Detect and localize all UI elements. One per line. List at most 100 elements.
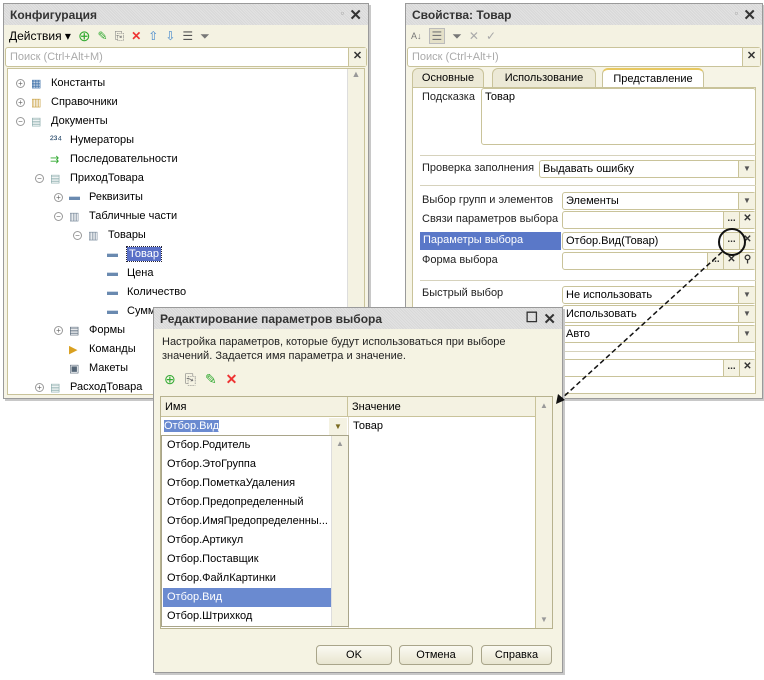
cancel-icon[interactable]: ✕	[468, 29, 479, 43]
scrollbar[interactable]: ▲▼	[535, 397, 552, 628]
dropdown-option[interactable]: Отбор.Предопределенный	[167, 496, 304, 508]
name-cell-input[interactable]: Отбор.Вид	[164, 420, 220, 432]
ok-button[interactable]: OK	[316, 645, 392, 665]
apply-icon[interactable]: ✓	[485, 29, 497, 43]
expand-toggle-icon[interactable]: −	[35, 173, 44, 183]
pin-icon[interactable]: ▫	[734, 8, 738, 18]
fill-check-select[interactable]: Выдавать ошибку▼	[539, 160, 756, 178]
tree-item[interactable]: −▥Табличные части	[54, 207, 177, 225]
edit-icon[interactable]: ✎	[97, 29, 108, 43]
tree-item[interactable]: ▬Сумма	[92, 302, 162, 320]
tree-item[interactable]: ▬Количество	[92, 283, 186, 301]
ellipsis-button[interactable]: ...	[723, 212, 739, 228]
dropdown-option[interactable]: Отбор.ПометкаУдаления	[167, 477, 296, 489]
fill-check-label: Проверка заполнения	[422, 162, 535, 174]
params-field[interactable]: Отбор.Вид(Товар)...✕	[562, 232, 756, 250]
filter-icon[interactable]: ⏷	[200, 28, 210, 43]
tree-item[interactable]: −▤ПриходТовара	[35, 169, 144, 187]
dropdown-option[interactable]: Отбор.Артикул	[167, 534, 244, 546]
tree-item[interactable]: +▥Справочники	[16, 93, 118, 111]
ellipsis-button[interactable]: ...	[723, 233, 739, 249]
chevron-down-icon[interactable]: ▼	[738, 326, 755, 342]
help-button[interactable]: Справка	[481, 645, 552, 665]
expand-toggle-icon[interactable]: +	[54, 325, 63, 335]
expand-toggle-icon[interactable]: +	[54, 192, 63, 202]
clear-search-icon[interactable]: ✕	[742, 48, 760, 66]
close-icon[interactable]: ✕	[743, 7, 756, 24]
tree-item[interactable]: ▬Цена	[92, 264, 153, 282]
dropdown-option[interactable]: Отбор.ФайлКартинки	[167, 572, 276, 584]
tree-item[interactable]: ▣Макеты	[54, 359, 128, 377]
sort-alpha-icon[interactable]: A↓	[411, 31, 422, 41]
tab-main[interactable]: Основные	[412, 68, 484, 87]
expand-toggle-icon[interactable]: +	[16, 78, 25, 88]
clear-icon[interactable]: ✕	[739, 360, 755, 376]
expand-toggle-icon[interactable]: +	[35, 382, 44, 392]
expand-toggle-icon[interactable]: +	[16, 97, 25, 107]
sort-icon[interactable]: ☰	[182, 29, 194, 43]
chevron-down-icon[interactable]: ▼	[738, 193, 755, 209]
cancel-button[interactable]: Отмена	[399, 645, 473, 665]
extra-field[interactable]: ...✕	[562, 359, 756, 377]
move-up-icon[interactable]: ⇧	[148, 29, 159, 43]
ellipsis-button[interactable]: ...	[707, 253, 723, 269]
edit-icon[interactable]: ✎	[204, 371, 217, 387]
delete-icon[interactable]: ✕	[131, 29, 142, 43]
filter-icon[interactable]: ⏷	[452, 28, 462, 43]
actions-menu[interactable]: Действия ▾	[9, 29, 71, 43]
dropdown-option[interactable]: Отбор.Штрихкод	[167, 610, 253, 622]
clear-icon[interactable]: ✕	[739, 212, 755, 228]
pin-icon[interactable]: ▫	[340, 8, 344, 18]
chevron-down-icon[interactable]: ▼	[738, 306, 755, 322]
hint-textarea[interactable]: Товар	[481, 88, 756, 145]
usage-select[interactable]: Использовать▼	[562, 305, 756, 323]
tree-item[interactable]: +▤Формы	[54, 321, 125, 339]
expand-toggle-icon[interactable]: −	[16, 116, 25, 126]
delete-icon[interactable]: ✕	[225, 371, 238, 387]
quick-select-select[interactable]: Не использовать▼	[562, 286, 756, 304]
tree-item[interactable]: +▤РасходТовара	[35, 378, 142, 396]
column-header-name[interactable]: Имя	[161, 397, 348, 417]
chevron-down-icon[interactable]: ▼	[738, 161, 755, 177]
dropdown-option[interactable]: Отбор.Родитель	[167, 439, 251, 451]
value-cell[interactable]: Товар	[353, 420, 383, 432]
auto-select[interactable]: Авто▼	[562, 325, 756, 343]
clear-search-icon[interactable]: ✕	[348, 48, 366, 66]
tree-item[interactable]: ▬Товар	[92, 245, 162, 263]
copy-icon[interactable]: ⎘	[114, 28, 125, 43]
tree-item[interactable]: −▤Документы	[16, 112, 108, 130]
dropdown-option[interactable]: Отбор.ИмяПредопределенны...	[167, 515, 328, 527]
tab-usage[interactable]: Использование	[492, 68, 596, 87]
add-icon[interactable]: ⊕	[77, 28, 91, 45]
tree-item[interactable]: ▶Команды	[54, 340, 136, 358]
tree-item[interactable]: +▦Константы	[16, 74, 105, 92]
tree-item[interactable]: +▬Реквизиты	[54, 188, 143, 206]
tree-item[interactable]: −▥Товары	[73, 226, 146, 244]
categories-icon[interactable]: ☰	[428, 28, 446, 44]
expand-toggle-icon[interactable]: −	[54, 211, 63, 221]
dropdown-option[interactable]: Отбор.Вид	[163, 588, 331, 607]
chevron-down-icon[interactable]: ▼	[329, 418, 347, 435]
tab-presentation[interactable]: Представление	[602, 68, 704, 87]
add-icon[interactable]: ⊕	[164, 371, 176, 387]
ellipsis-button[interactable]: ...	[723, 360, 739, 376]
dropdown-scrollbar[interactable]: ▲	[331, 436, 348, 626]
move-down-icon[interactable]: ⇩	[165, 29, 176, 43]
tree-item[interactable]: ⇉Последовательности	[35, 150, 178, 168]
dropdown-option[interactable]: Отбор.ЭтоГруппа	[167, 458, 256, 470]
close-icon[interactable]: ✕	[543, 311, 556, 328]
column-header-value[interactable]: Значение	[348, 397, 535, 417]
chevron-down-icon[interactable]: ▼	[738, 287, 755, 303]
search-input[interactable]: Поиск (Ctrl+Alt+M)✕	[5, 47, 367, 67]
links-field[interactable]: ...✕	[562, 211, 756, 229]
expand-toggle-icon[interactable]: −	[73, 230, 82, 240]
search-icon[interactable]: ⚲	[739, 253, 755, 269]
search-input[interactable]: Поиск (Ctrl+Alt+I)✕	[407, 47, 761, 67]
close-icon[interactable]: ✕	[349, 7, 362, 24]
group-select-select[interactable]: Элементы▼	[562, 192, 756, 210]
dropdown-option[interactable]: Отбор.Поставщик	[167, 553, 259, 565]
clear-icon[interactable]: ✕	[723, 253, 739, 269]
copy-icon[interactable]: ⎘	[184, 371, 196, 387]
maximize-icon[interactable]: ☐	[525, 309, 538, 325]
